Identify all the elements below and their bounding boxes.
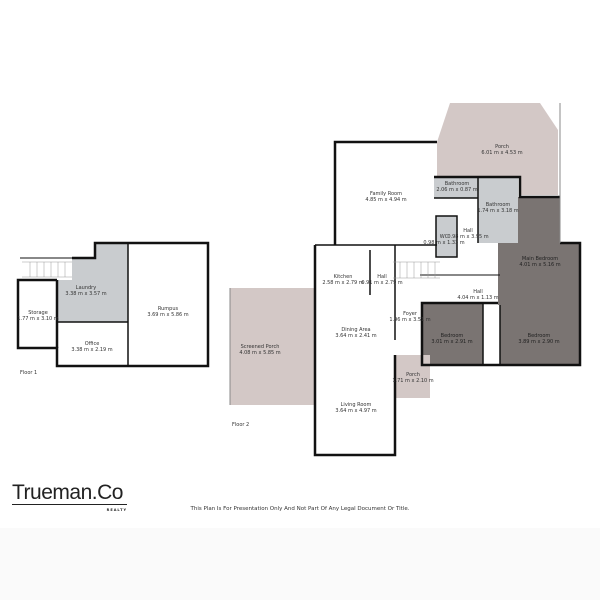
bedroom-2-area	[500, 305, 580, 365]
floor-1-label: Floor 1	[20, 370, 38, 376]
floor-2-label: Floor 2	[232, 422, 250, 428]
company-logo: Trueman.Co REALTY	[12, 482, 127, 512]
floor-1-walls	[16, 241, 210, 368]
laundry-area	[57, 243, 128, 322]
logo-subtext: REALTY	[106, 508, 127, 512]
floor-2-plan	[229, 103, 582, 457]
disclaimer-text: This Plan Is For Presentation Only And N…	[190, 506, 410, 512]
porch-top-area	[437, 103, 558, 195]
footer-band	[0, 528, 600, 600]
bathroom-area	[478, 177, 518, 243]
screened-porch-area	[230, 288, 315, 405]
porch-small-area	[395, 355, 430, 398]
bedroom-1-area	[422, 303, 483, 365]
floor-2-stairs	[393, 261, 440, 279]
bathroom-small-area	[434, 177, 478, 198]
floor-1-plan	[16, 241, 210, 368]
wc-area	[436, 216, 457, 257]
floor-1-stairs	[22, 261, 72, 278]
logo-text: Trueman.Co	[12, 482, 127, 505]
floor-2-walls	[229, 103, 582, 457]
